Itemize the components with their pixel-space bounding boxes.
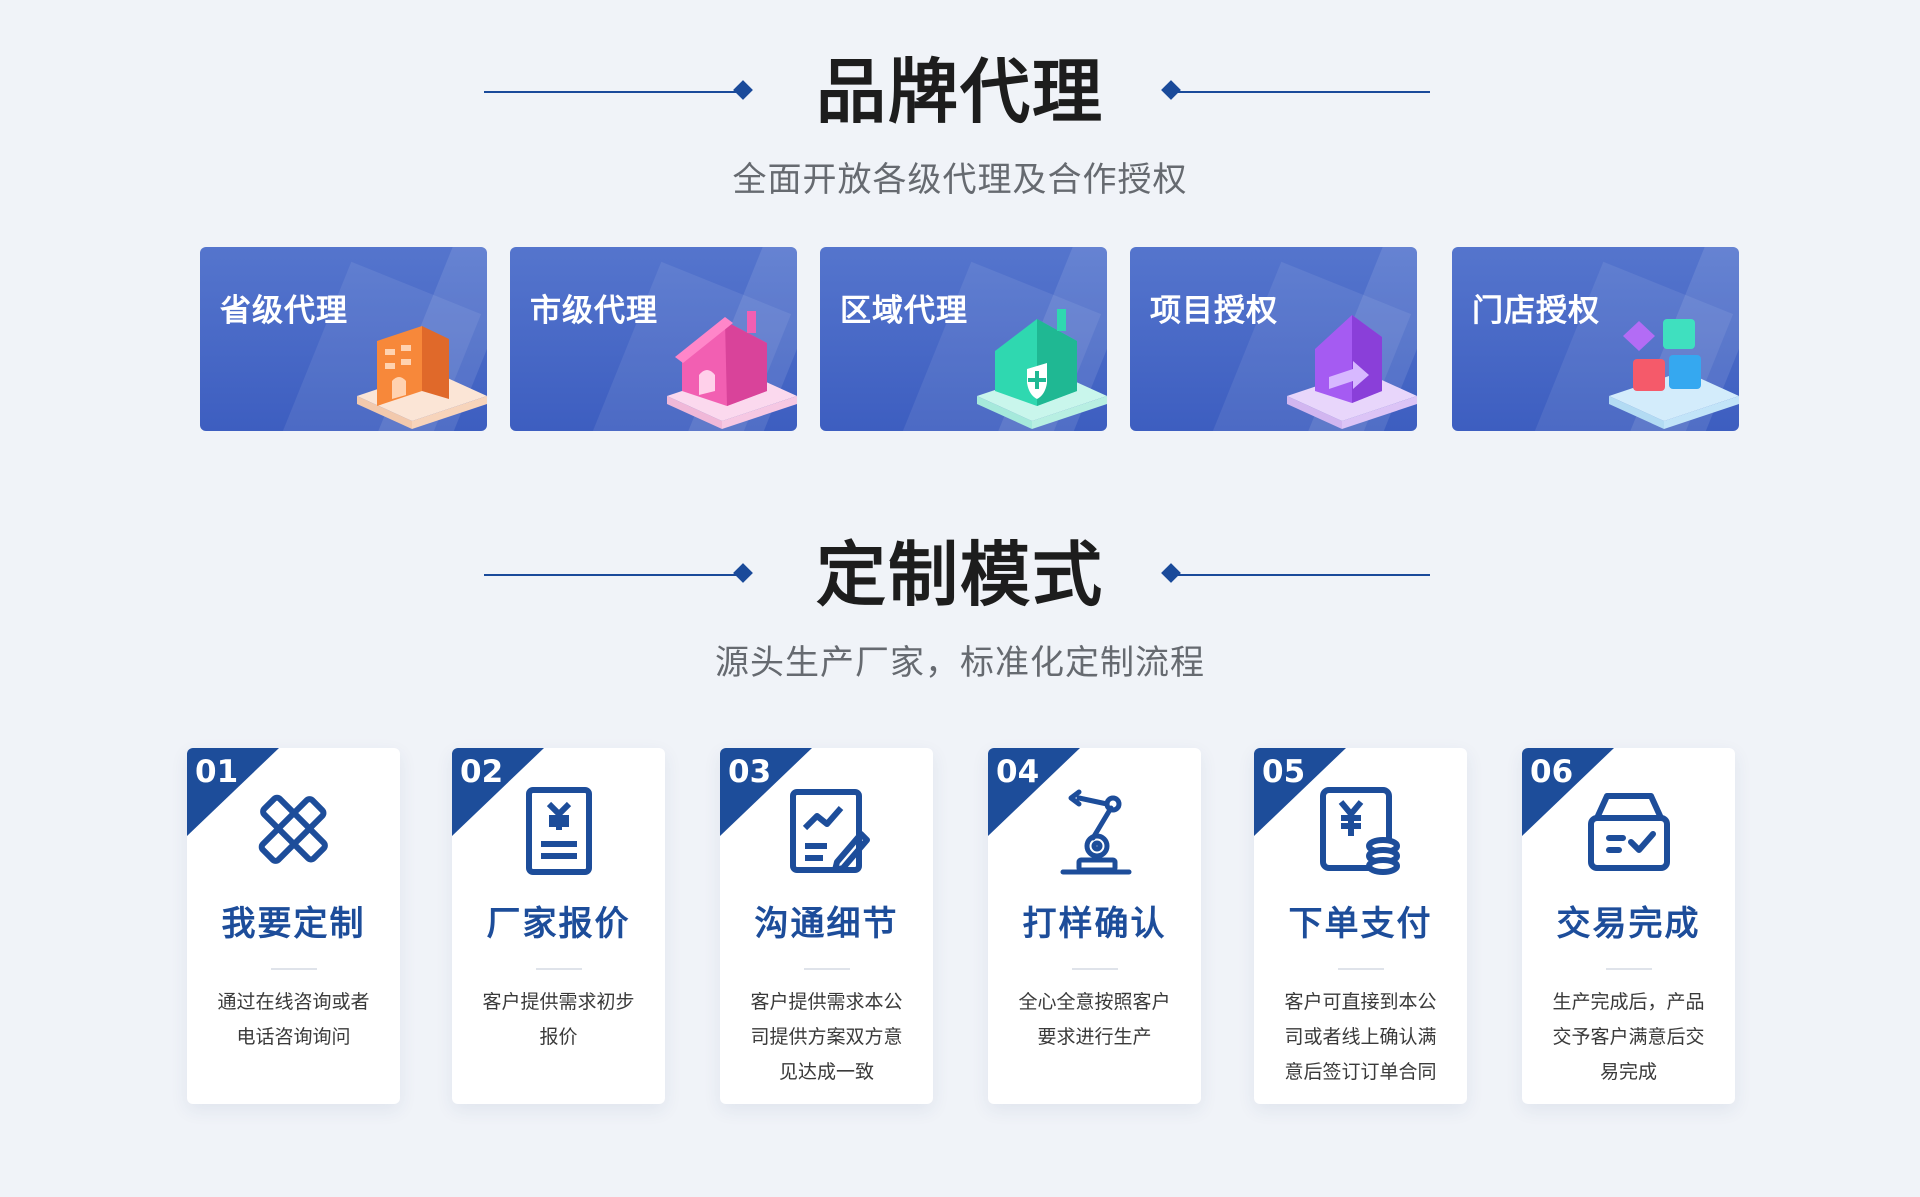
- step-number: 06: [1530, 754, 1574, 790]
- step-description: 客户提供需求初步报价: [482, 991, 635, 1048]
- step-title: 我要定制: [221, 904, 366, 944]
- agent-card-city[interactable]: 市级代理: [510, 247, 797, 431]
- brand-title: 品牌代理: [816, 51, 1104, 133]
- agent-card-label: 门店授权: [1472, 293, 1600, 329]
- step-title: 下单支付: [1288, 904, 1433, 944]
- step-separator: [536, 968, 582, 970]
- step-card: 02 厂家报价 客户提供需求初步报价: [452, 748, 665, 1104]
- agent-card-project[interactable]: 项目授权: [1130, 247, 1417, 431]
- step-corner-badge: [988, 748, 1080, 836]
- robot-arm-icon: [1060, 789, 1132, 875]
- step-title: 沟通细节: [754, 904, 899, 944]
- agent-card-provincial[interactable]: 省级代理: [200, 247, 487, 431]
- agent-card-regional[interactable]: 区域代理: [820, 247, 1107, 431]
- building-icon: [357, 326, 487, 429]
- custom-title: 定制模式: [816, 534, 1104, 616]
- step-number: 02: [460, 754, 504, 790]
- arrow-house-icon: [1287, 315, 1417, 429]
- step-card: 06 交易完成 生产完成后，产品交予客户满意后交易完成: [1522, 748, 1735, 1104]
- step-card: 03 沟通细节 客户提供需求本公司提供方案双方意见达成一致: [720, 748, 933, 1104]
- divider-line: [1176, 574, 1430, 576]
- brand-section-header: 品牌代理 全面开放各级代理及合作授权: [0, 42, 1920, 201]
- step-corner-badge: [1522, 748, 1614, 836]
- step-description: 客户提供需求本公司提供方案双方意见达成一致: [750, 991, 903, 1083]
- step-title: 交易完成: [1556, 904, 1701, 944]
- chart-edit-icon: [790, 789, 870, 873]
- step-separator: [804, 968, 850, 970]
- agent-card-label: 省级代理: [220, 293, 348, 329]
- blocks-icon: [1609, 319, 1739, 429]
- step-card: 01 我要定制 通过在线咨询或者电话咨询询问: [187, 748, 400, 1104]
- step-description: 全心全意按照客户要求进行生产: [1018, 991, 1171, 1048]
- agent-card-label: 项目授权: [1150, 293, 1278, 329]
- custom-subtitle: 源头生产厂家，标准化定制流程: [715, 643, 1205, 683]
- agent-card-row: 省级代理 市级代理 区域代理: [0, 247, 1920, 431]
- step-card: 04 打样确认 全心全意按照客户要求进行生产: [988, 748, 1201, 1104]
- step-separator: [1606, 968, 1652, 970]
- step-description: 生产完成后，产品交予客户满意后交易完成: [1552, 991, 1705, 1083]
- agent-card-store[interactable]: 门店授权: [1452, 247, 1739, 431]
- house-icon: [667, 311, 797, 429]
- step-number: 03: [728, 754, 772, 790]
- box-check-icon: [1588, 793, 1670, 871]
- step-card: 05 下单支付 客户可直接到本公司或者线上确认满意后签订订单合同: [1254, 748, 1467, 1104]
- step-number: 01: [195, 754, 239, 790]
- step-number: 05: [1262, 754, 1306, 790]
- agent-card-label: 区域代理: [840, 293, 968, 329]
- payment-coins-icon: [1320, 787, 1400, 875]
- pencil-ruler-icon: [258, 794, 328, 864]
- custom-section-header: 定制模式 源头生产厂家，标准化定制流程: [0, 525, 1920, 684]
- step-number: 04: [996, 754, 1040, 790]
- step-separator: [1338, 968, 1384, 970]
- step-separator: [1072, 968, 1118, 970]
- step-card-row: 01 我要定制 通过在线咨询或者电话咨询询问 02 厂家报价 客户提供需求初步报…: [0, 748, 1920, 1104]
- brand-subtitle: 全面开放各级代理及合作授权: [732, 160, 1188, 200]
- step-description: 通过在线咨询或者电话咨询询问: [217, 991, 370, 1048]
- agent-card-label: 市级代理: [530, 293, 658, 329]
- divider-line: [1176, 91, 1430, 93]
- step-title: 打样确认: [1022, 904, 1167, 944]
- house-plus-icon: [977, 309, 1107, 429]
- divider-line: [484, 574, 738, 576]
- step-separator: [271, 968, 317, 970]
- quote-document-icon: [526, 787, 592, 875]
- step-corner-badge: [187, 748, 279, 836]
- divider-line: [484, 91, 738, 93]
- step-title: 厂家报价: [486, 904, 631, 944]
- step-description: 客户可直接到本公司或者线上确认满意后签订订单合同: [1284, 991, 1437, 1083]
